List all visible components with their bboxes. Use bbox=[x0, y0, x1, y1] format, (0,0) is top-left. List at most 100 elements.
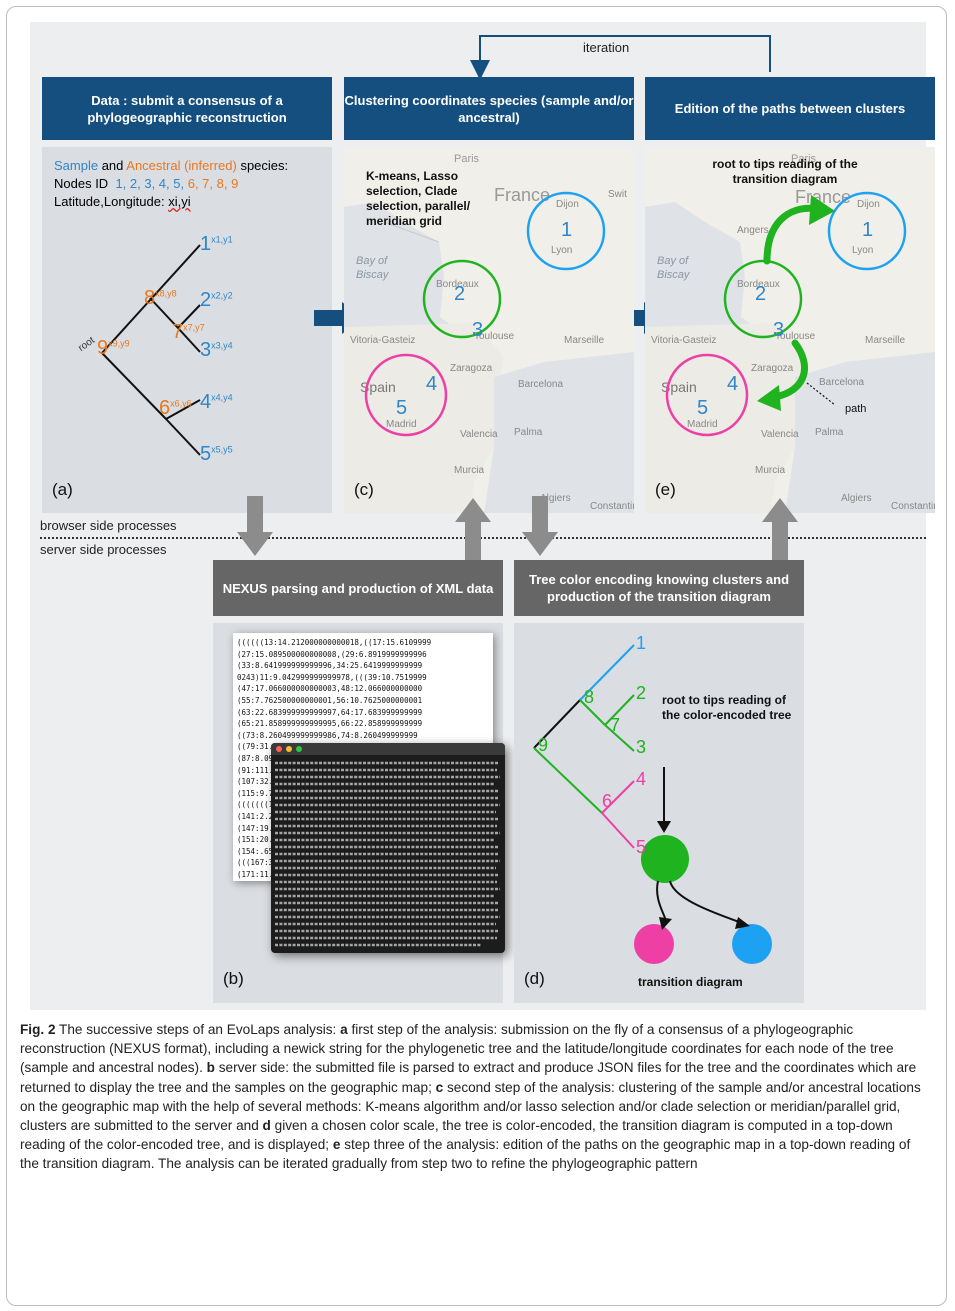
tree-d-node-1: 1 bbox=[636, 633, 647, 653]
map-e-zaragoza: Zaragoza bbox=[751, 363, 794, 374]
transition-diagram-label: transition diagram bbox=[638, 975, 743, 989]
legend-line-3: Latitude,Longitude: xi,yi bbox=[54, 193, 191, 211]
nexus-code-line: (151:20. bbox=[237, 835, 274, 845]
map-e-barcelona: Barcelona bbox=[819, 377, 865, 388]
legend-line-1: Sample and Ancestral (inferred) species: bbox=[54, 157, 288, 175]
map-c-barcelona: Barcelona bbox=[518, 379, 564, 390]
caption-e-key: e bbox=[332, 1137, 341, 1153]
map-c-bay2: Biscay bbox=[356, 269, 389, 281]
map-c-marseille: Marseille bbox=[564, 335, 605, 346]
caption-e-text: step three of the analysis: edition of t… bbox=[20, 1137, 911, 1172]
map-c-palma: Palma bbox=[514, 427, 543, 438]
map-e-madrid: Madrid bbox=[687, 419, 718, 430]
panel-a-label: (a) bbox=[52, 480, 73, 499]
tree-a-node-1: 1x1,y1 bbox=[200, 233, 233, 255]
panel-e-label: (e) bbox=[655, 480, 676, 499]
header-c: Clustering coordinates species (sample a… bbox=[344, 77, 634, 140]
nexus-code-line: (63:22.683999999999997,64:17.68399999999… bbox=[237, 707, 423, 717]
nexus-code-line: (115:9.7 bbox=[237, 788, 274, 798]
caption-d-key: d bbox=[262, 1118, 271, 1134]
map-e-cluster-2: 2 bbox=[755, 283, 767, 305]
maximize-dot-icon bbox=[296, 746, 302, 752]
json-window-titlebar bbox=[271, 743, 505, 755]
map-c-cluster-3: 3 bbox=[472, 319, 484, 341]
tree-a-node-6: 6x6,y6 bbox=[159, 397, 192, 419]
nexus-code-line: (141:2.2 bbox=[237, 811, 274, 821]
map-c-toulouse: Toulouse bbox=[474, 331, 515, 342]
caption-a-key: a bbox=[340, 1022, 348, 1037]
nexus-code-line: (((167:3 bbox=[237, 858, 274, 868]
map-c: Paris France Dijon Lyon Swit Bay of Bisc… bbox=[344, 147, 634, 513]
json-output-window bbox=[271, 743, 505, 953]
tree-d-node-9: 9 bbox=[538, 735, 549, 755]
figure-frame bbox=[6, 6, 947, 1306]
header-d: Tree color encoding knowing clusters and… bbox=[514, 560, 804, 616]
browser-side-label: browser side processes bbox=[40, 518, 177, 533]
nexus-code-line: (55:7.762500000000001,56:10.762500000000… bbox=[237, 695, 423, 705]
map-c-methods: K-means, Lasso selection, Clade selectio… bbox=[366, 169, 471, 228]
map-e-cluster-5: 5 bbox=[697, 397, 709, 419]
map-c-bay1: Bay of bbox=[356, 255, 388, 267]
side-divider bbox=[40, 537, 926, 539]
panel-b-label: (b) bbox=[223, 969, 244, 988]
map-c-valencia: Valencia bbox=[460, 429, 498, 440]
header-e: Edition of the paths between clusters bbox=[645, 77, 935, 140]
map-e-cluster-1: 1 bbox=[862, 219, 874, 241]
map-c-land bbox=[344, 147, 634, 513]
map-e: Paris France Dijon Lyon Angers Bay of Bi… bbox=[645, 147, 935, 513]
panel-a: Sample and Ancestral (inferred) species:… bbox=[42, 147, 332, 513]
tree-a-node-4: 4x4,y4 bbox=[200, 391, 233, 413]
map-e-valencia: Valencia bbox=[761, 429, 799, 440]
nexus-code-line: (147:19. bbox=[237, 823, 274, 833]
map-e-marseille: Marseille bbox=[865, 335, 906, 346]
map-c-dijon: Dijon bbox=[556, 199, 579, 210]
map-e-angers: Angers bbox=[737, 225, 769, 236]
tree-a-node-2: 2x2,y2 bbox=[200, 289, 233, 311]
caption-c-key: c bbox=[435, 1079, 444, 1095]
map-e-cluster-4: 4 bbox=[727, 373, 739, 395]
map-c-lyon: Lyon bbox=[551, 245, 573, 256]
legend-sample: Sample bbox=[54, 158, 99, 173]
nexus-code-line: (((((((12 bbox=[237, 800, 278, 810]
nexus-code-line: (27:15.089500000000008,(29:6.89199999999… bbox=[237, 649, 427, 659]
caption-d-text: given a chosen color scale, the tree is … bbox=[20, 1118, 893, 1153]
map-e-clusters bbox=[665, 191, 907, 437]
header-a: Data : submit a consensus of a phylogeog… bbox=[42, 77, 332, 140]
nexus-code-line: ((((((13:14.212000000000018,((17:15.6109… bbox=[237, 638, 432, 647]
map-e-murcia: Murcia bbox=[755, 465, 786, 476]
caption-intro: The successive steps of an EvoLaps analy… bbox=[55, 1022, 341, 1037]
caption-b-key: b bbox=[206, 1060, 215, 1076]
map-e-reading: root to tips reading of the transition d… bbox=[712, 157, 858, 186]
header-b: NEXUS parsing and production of XML data bbox=[213, 560, 503, 616]
panel-b: ((((((13:14.212000000000018,((17:15.6109… bbox=[213, 623, 505, 1003]
gray-arrow-to-e bbox=[762, 498, 798, 560]
nexus-code-line: (47:17.066000000000003,48:12.06600000000… bbox=[237, 684, 423, 694]
nexus-code-line: (171:11. bbox=[237, 869, 274, 879]
map-e-vitoria: Vitoria-Gasteiz bbox=[651, 335, 717, 346]
legend-ids-sample: 1, 2, 3, 4, 5, bbox=[115, 176, 185, 191]
legend-xiyi: xi,yi bbox=[168, 194, 191, 209]
map-e-cluster-3: 3 bbox=[773, 319, 785, 341]
iteration-arrow bbox=[470, 35, 771, 80]
map-c-madrid: Madrid bbox=[386, 419, 417, 430]
tree-d-node-7: 7 bbox=[610, 715, 621, 735]
tree-a-node-5: 5x5,y5 bbox=[200, 443, 233, 465]
legend-species: species: bbox=[236, 158, 289, 173]
map-e-lyon: Lyon bbox=[852, 245, 874, 256]
map-c-switz: Swit bbox=[608, 189, 627, 200]
map-e-france: France bbox=[795, 187, 852, 207]
tree-d-node-6: 6 bbox=[602, 791, 613, 811]
json-text-lines bbox=[275, 761, 500, 947]
legend-ancestral: Ancestral (inferred) bbox=[126, 158, 237, 173]
map-e-path-label: path bbox=[845, 403, 867, 415]
map-c-bordeaux: Bordeaux bbox=[436, 279, 479, 290]
map-c-cluster-2: 2 bbox=[454, 283, 466, 305]
tree-a-node-7: 7x7,y7 bbox=[172, 321, 205, 343]
map-c-murcia: Murcia bbox=[454, 465, 485, 476]
map-e-dijon: Dijon bbox=[857, 199, 880, 210]
minimize-dot-icon bbox=[286, 746, 292, 752]
tree-d bbox=[533, 644, 772, 964]
legend-line-2: Nodes ID 1, 2, 3, 4, 5, 6, 7, 8, 9 bbox=[54, 175, 238, 193]
panel-d: 1 2 3 4 5 6 7 8 9 root to tips reading o… bbox=[514, 623, 804, 1003]
tree-d-node-2: 2 bbox=[636, 683, 647, 703]
